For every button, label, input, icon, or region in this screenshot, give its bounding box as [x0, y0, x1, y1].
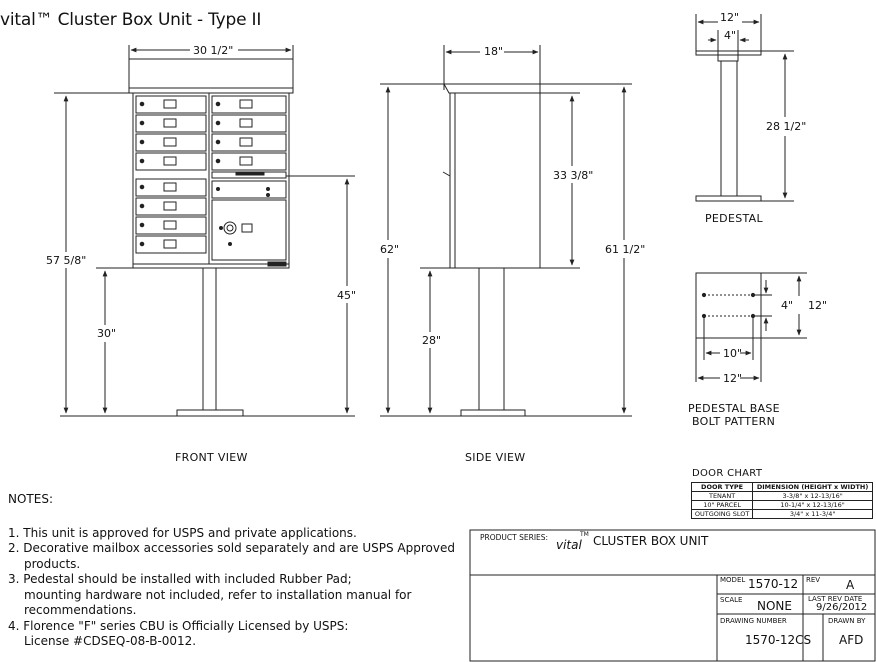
product-series-label: PRODUCT SERIES:: [480, 533, 549, 542]
title-block-lines: [469, 529, 876, 662]
note-item-cont: products.: [24, 556, 81, 571]
front-right-doors: [211, 95, 287, 267]
side-pedestal-height-dim: 28": [422, 334, 442, 347]
note-item: 3. Pedestal should be installed with inc…: [8, 572, 352, 586]
front-left-doors: [135, 95, 207, 254]
product-name: CLUSTER BOX UNIT: [593, 534, 709, 548]
notes-section: NOTES: 1. This unit is approved for USPS…: [8, 492, 455, 650]
rev-value: A: [846, 578, 855, 592]
door-chart-header-row: DOOR TYPE DIMENSION (HEIGHT x WIDTH): [690, 482, 873, 492]
note-item: 1. This unit is approved for USPS and pr…: [8, 525, 357, 540]
front-view-label: FRONT VIEW: [175, 451, 248, 464]
base-label-line1: PEDESTAL BASE: [688, 402, 780, 415]
front-right-height-dim: 45": [337, 289, 357, 302]
note-item-cont: mounting hardware not included, refer to…: [24, 587, 412, 602]
product-tm: TM: [580, 531, 589, 538]
base-bolt-spacing-v-dim: 4": [781, 299, 794, 312]
base-bolt-pattern: [695, 272, 807, 382]
base-overall-h-dim: 12": [723, 372, 743, 385]
drawn-by-value: AFD: [839, 633, 864, 647]
scale-label: SCALE: [720, 596, 743, 604]
door-chart-row: TENANT 3-3/8" x 12-13/16": [690, 491, 873, 501]
drawing-title: vital™ Cluster Box Unit - Type II: [0, 10, 262, 30]
pedestal-view: [695, 14, 794, 202]
door-chart-dim: 10-1/4" x 12-13/16": [752, 500, 873, 510]
note-item: 4. Florence "F" series CBU is Officially…: [8, 618, 349, 633]
base-overall-v-dim: 12": [808, 299, 828, 312]
door-chart-title: DOOR CHART: [692, 468, 763, 479]
base-label-line2: BOLT PATTERN: [692, 415, 776, 428]
front-pedestal-height-dim: 30": [97, 327, 117, 340]
model-label: MODEL: [720, 576, 746, 584]
base-bolt-spacing-h-dim: 10": [723, 347, 743, 360]
front-overall-height-dim: 57 5/8": [46, 254, 87, 267]
note-item: 2. Decorative mailbox accessories sold s…: [8, 541, 455, 555]
pedestal-label: PEDESTAL: [705, 212, 763, 225]
product-brand: vital: [556, 538, 582, 552]
door-chart-dim: 3-3/8" x 12-13/16": [752, 491, 873, 501]
scale-value: NONE: [757, 599, 792, 613]
drawing-number-value: 1570-12CS: [745, 633, 812, 647]
front-width-dim: 30 1/2": [193, 44, 234, 57]
last-rev-value: 9/26/2012: [816, 602, 868, 613]
door-chart-table: DOOR TYPE DIMENSION (HEIGHT x WIDTH) TEN…: [690, 482, 873, 519]
door-chart-row: 10" PARCEL 10-1/4" x 12-13/16": [690, 500, 873, 510]
door-chart-header-dim: DIMENSION (HEIGHT x WIDTH): [752, 482, 873, 492]
side-view-label: SIDE VIEW: [465, 451, 526, 464]
side-depth-dim: 18": [484, 45, 504, 58]
door-chart-row: OUTGOING SLOT 3/4" x 11-3/4": [690, 509, 873, 519]
door-chart-dim: 3/4" x 11-3/4": [752, 509, 873, 519]
side-right-height-dim: 61 1/2": [605, 243, 646, 256]
door-chart-type: 10" PARCEL: [690, 500, 754, 510]
pedestal-inner-width-dim: 4": [724, 29, 737, 42]
note-item-cont: recommendations.: [24, 603, 137, 617]
side-view: [380, 45, 632, 417]
side-overall-height-dim: 62": [380, 243, 400, 256]
note-item-cont: License #CDSEQ-08-B-0012.: [24, 634, 197, 648]
pedestal-top-width-dim: 12": [720, 11, 740, 24]
front-view: [54, 45, 355, 417]
model-value: 1570-12: [748, 577, 799, 591]
side-box-height-dim: 33 3/8": [553, 169, 594, 182]
pedestal-height-dim: 28 1/2": [766, 120, 807, 133]
door-chart-type: TENANT: [690, 491, 754, 501]
door-chart-type: OUTGOING SLOT: [690, 509, 754, 519]
door-chart-header-type: DOOR TYPE: [690, 482, 754, 492]
last-rev-label: LAST REV DATE: [808, 595, 863, 603]
rev-label: REV: [806, 576, 821, 584]
drawn-by-label: DRAWN BY: [828, 617, 866, 625]
notes-header: NOTES:: [8, 492, 53, 506]
drawing-number-label: DRAWING NUMBER: [720, 617, 787, 625]
